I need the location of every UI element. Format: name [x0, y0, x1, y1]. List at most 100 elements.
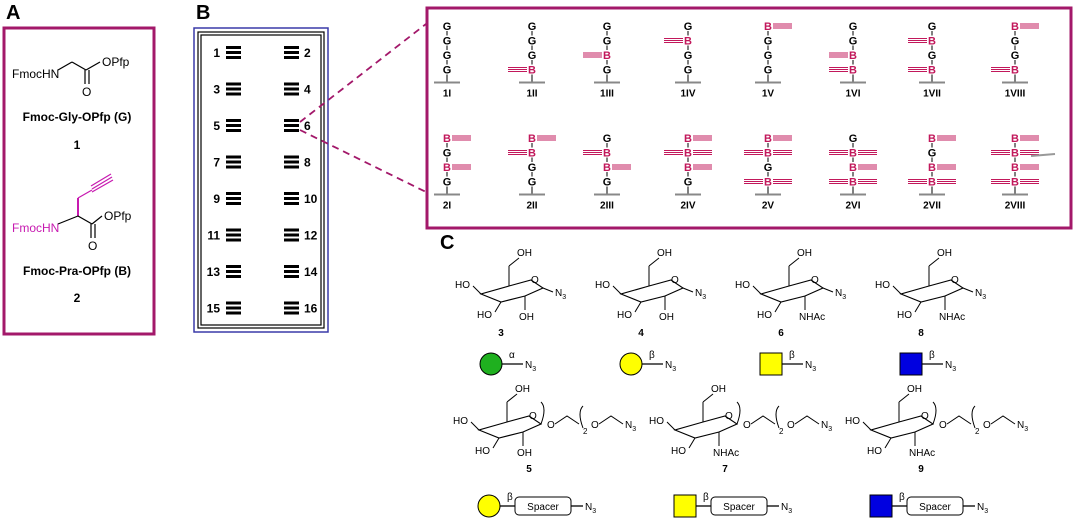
oh-label: OH [937, 248, 952, 259]
unit-b: B [684, 162, 692, 174]
bond [788, 257, 800, 267]
ring-oxygen: O [921, 411, 929, 422]
zoom-lines [299, 23, 427, 193]
spot-bar [284, 51, 299, 54]
ether-o: O [591, 420, 599, 431]
ho-label: HO [867, 446, 882, 457]
oh-label: OH [797, 248, 812, 259]
bond [752, 285, 762, 295]
unit-b: B [849, 50, 857, 62]
spot-label-right: 8 [304, 156, 311, 170]
unit-g: G [1011, 50, 1020, 62]
gly-name: Fmoc-Gly-OPfp (G) [23, 110, 132, 124]
azide-label: N3 [585, 502, 596, 515]
sequence-label: 2IV [680, 201, 695, 212]
unit-b: B [528, 148, 536, 160]
pra-number: 2 [74, 291, 81, 305]
spot-bar [284, 82, 299, 86]
spot-bar [226, 228, 241, 232]
pra-name: Fmoc-Pra-OPfp (B) [23, 264, 131, 278]
bond [508, 257, 520, 267]
spot-bar [284, 87, 299, 91]
unit-g: G [443, 65, 452, 77]
unit-b: B [1011, 65, 1019, 77]
spot-label-right: 12 [304, 229, 318, 243]
unit-g: G [443, 36, 452, 48]
spot-bar [226, 202, 241, 205]
spot-bar [226, 82, 241, 86]
compound-number: 6 [778, 328, 784, 339]
repeat-count: 2 [975, 427, 980, 436]
unit-g: G [928, 21, 937, 33]
bond [928, 257, 940, 267]
sequence-label: 2VII [923, 201, 941, 212]
spot-label-right: 2 [304, 46, 311, 60]
ether-o: O [939, 420, 947, 431]
nhac-label: NHAc [909, 448, 935, 459]
azide-label: N3 [977, 502, 988, 515]
ho-label: HO [455, 280, 470, 291]
unit-b: B [528, 65, 536, 77]
unit-g: G [603, 36, 612, 48]
pra-ester-text: OPfp [104, 209, 132, 223]
spot-bar [226, 56, 241, 59]
spot-bar [226, 46, 241, 49]
bond [506, 393, 518, 403]
unit-b: B [1011, 177, 1019, 189]
unit-b: B [684, 133, 692, 145]
ho-label: HO [595, 280, 610, 291]
spot-label-right: 16 [304, 302, 318, 316]
azide-label: N3 [665, 360, 676, 373]
spot-bar [226, 197, 241, 200]
unit-b: B [684, 148, 692, 160]
spot-bar [284, 270, 299, 273]
bond [774, 301, 782, 313]
spot-label-right: 14 [304, 265, 318, 279]
yellow-circle-symbol [477, 494, 501, 518]
compound-number: 8 [918, 328, 924, 339]
unit-b: B [603, 50, 611, 62]
unit-b: B [764, 21, 772, 33]
spot-bar [284, 46, 299, 49]
spacer-label: Spacer [919, 502, 951, 513]
spot-bar [226, 265, 241, 268]
spot-bar [284, 124, 299, 127]
bond [682, 287, 694, 293]
fmoc-pra-structure: FmocHN OPfp O [12, 173, 132, 253]
spot-bar [284, 119, 299, 122]
unit-g: G [443, 177, 452, 189]
ho-label: HO [475, 446, 490, 457]
unit-g: G [928, 148, 937, 160]
bond [666, 421, 676, 431]
spot-bar [226, 311, 241, 315]
unit-g: G [603, 65, 612, 77]
spot-label-left: 13 [207, 265, 221, 279]
spot-bar [284, 265, 299, 268]
unit-b: B [684, 36, 692, 48]
panel-b-detail: GGGG1IGGGB1IIGGBG1IIIGBGG1IVBGGG1VGGBB1V… [425, 6, 1073, 230]
spot-label-right: 10 [304, 192, 318, 206]
spot-bar [284, 238, 299, 242]
gly-protect-text: FmocHN [12, 67, 59, 81]
unit-b: B [1011, 162, 1019, 174]
spot-bar [226, 165, 241, 169]
anomer-label: β [929, 350, 935, 361]
unit-g: G [443, 148, 452, 160]
panel-a: FmocHN OPfp O Fmoc-Gly-OPfp (G) 1 FmocHN… [2, 26, 156, 336]
azide-label: N3 [625, 420, 636, 433]
bond [794, 415, 820, 425]
sequence-label: 1I [443, 89, 452, 100]
fmoc-gly-structure: FmocHN OPfp O [12, 55, 130, 99]
spot-bar [284, 129, 299, 132]
gly-number: 1 [74, 138, 81, 152]
oh-label: OH [657, 248, 672, 259]
spot-label-left: 3 [213, 83, 220, 97]
unit-b: B [1011, 148, 1019, 160]
bond [542, 287, 554, 293]
ether-o: O [547, 420, 555, 431]
unit-b: B [764, 177, 772, 189]
spot-bar [284, 311, 299, 315]
spot-label-left: 1 [213, 46, 220, 60]
spot-bar [284, 192, 299, 195]
